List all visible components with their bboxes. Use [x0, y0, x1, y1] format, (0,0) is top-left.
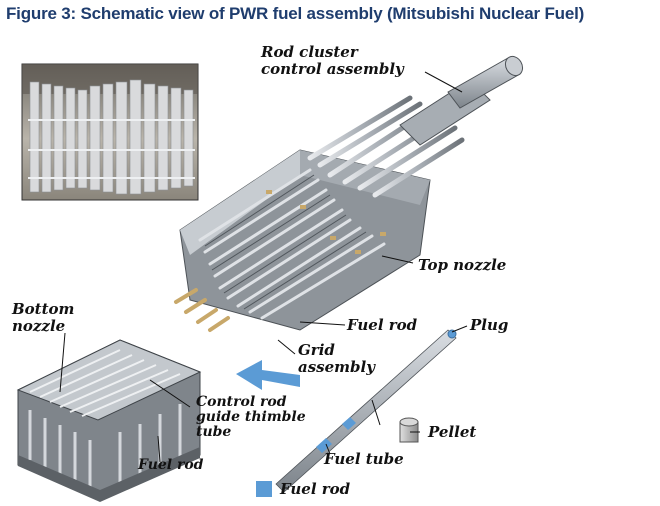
legend-square — [256, 481, 272, 497]
label-guide-thimble: Control rod guide thimble tube — [196, 394, 306, 440]
upper-fuel-assembly — [174, 55, 524, 332]
label-top-nozzle: Top nozzle — [418, 256, 507, 274]
label-rcca: Rod cluster control assembly — [261, 43, 404, 78]
label-grid-assembly: Grid assembly — [298, 341, 375, 376]
label-legend-fuel-rod: Fuel rod — [280, 480, 351, 498]
label-bottom-nozzle: Bottom nozzle — [12, 300, 75, 335]
label-fuel-rod-bottom: Fuel rod — [138, 457, 204, 473]
bottom-fuel-assembly — [16, 339, 202, 502]
label-pellet: Pellet — [428, 423, 477, 441]
label-plug: Plug — [470, 316, 509, 334]
fuel-assembly-photo — [21, 63, 199, 201]
label-fuel-rod-mid: Fuel rod — [347, 316, 418, 334]
single-fuel-rod — [275, 329, 457, 493]
leader-lines — [59, 71, 468, 463]
label-fuel-tube: Fuel tube — [324, 450, 404, 468]
pellet-icon — [399, 417, 419, 443]
insertion-arrow — [236, 360, 300, 390]
figure-title: Figure 3: Schematic view of PWR fuel ass… — [6, 4, 585, 23]
